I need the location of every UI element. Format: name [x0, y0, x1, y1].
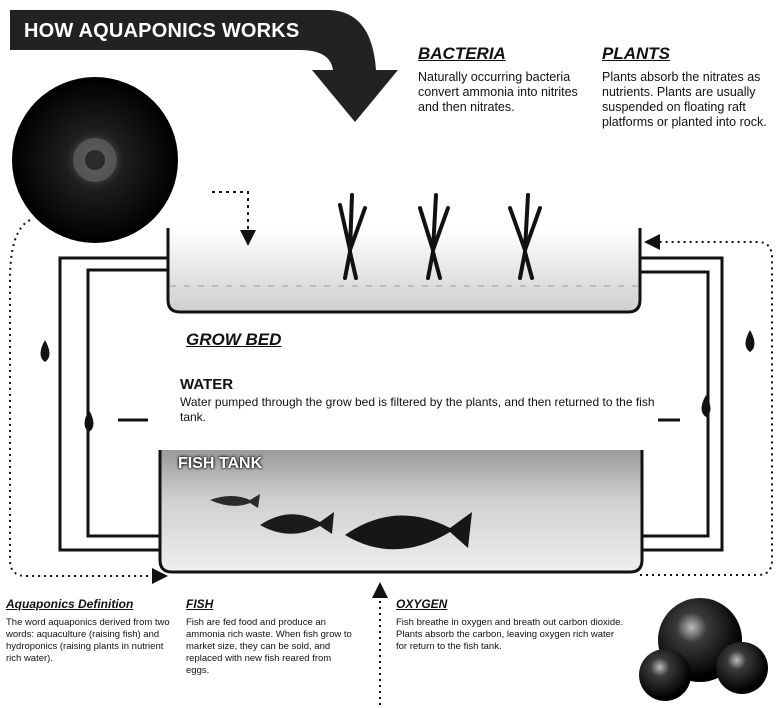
bacteria-heading: BACTERIA: [418, 44, 578, 64]
grow-bed: [168, 228, 640, 312]
grow-bed-heading: GROW BED: [186, 330, 281, 350]
oxygen-molecule-icon: [639, 598, 768, 701]
bacteria-sphere-icon: [12, 77, 178, 243]
oxygen-text: Fish breathe in oxygen and breath out ca…: [396, 617, 626, 653]
fish-text: Fish are fed food and produce an ammonia…: [186, 617, 356, 677]
plants-section: PLANTS Plants absorb the nitrates as nut…: [602, 44, 780, 130]
left-pipe: [60, 258, 168, 550]
bacteria-section: BACTERIA Naturally occurring bacteria co…: [418, 44, 578, 115]
water-heading: WATER: [180, 376, 233, 393]
left-circulation-arrow: [10, 220, 160, 576]
water-text: Water pumped through the grow bed is fil…: [180, 395, 680, 425]
plants-heading: PLANTS: [602, 44, 780, 64]
fish-heading: FISH: [186, 597, 356, 611]
definition-text: The word aquaponics derived from two wor…: [6, 617, 176, 665]
plants-text: Plants absorb the nitrates as nutrients.…: [602, 70, 780, 130]
page-title: HOW AQUAPONICS WORKS: [24, 20, 299, 43]
oxygen-heading: OXYGEN: [396, 597, 626, 611]
oxygen-section: OXYGEN Fish breathe in oxygen and breath…: [396, 597, 626, 653]
definition-heading: Aquaponics Definition: [6, 597, 176, 611]
fish-section: FISH Fish are fed food and produce an am…: [186, 597, 356, 677]
definition-section: Aquaponics Definition The word aquaponic…: [6, 597, 176, 665]
bacteria-text: Naturally occurring bacteria convert amm…: [418, 70, 578, 115]
fish-tank-label: FISH TANK: [178, 455, 262, 473]
